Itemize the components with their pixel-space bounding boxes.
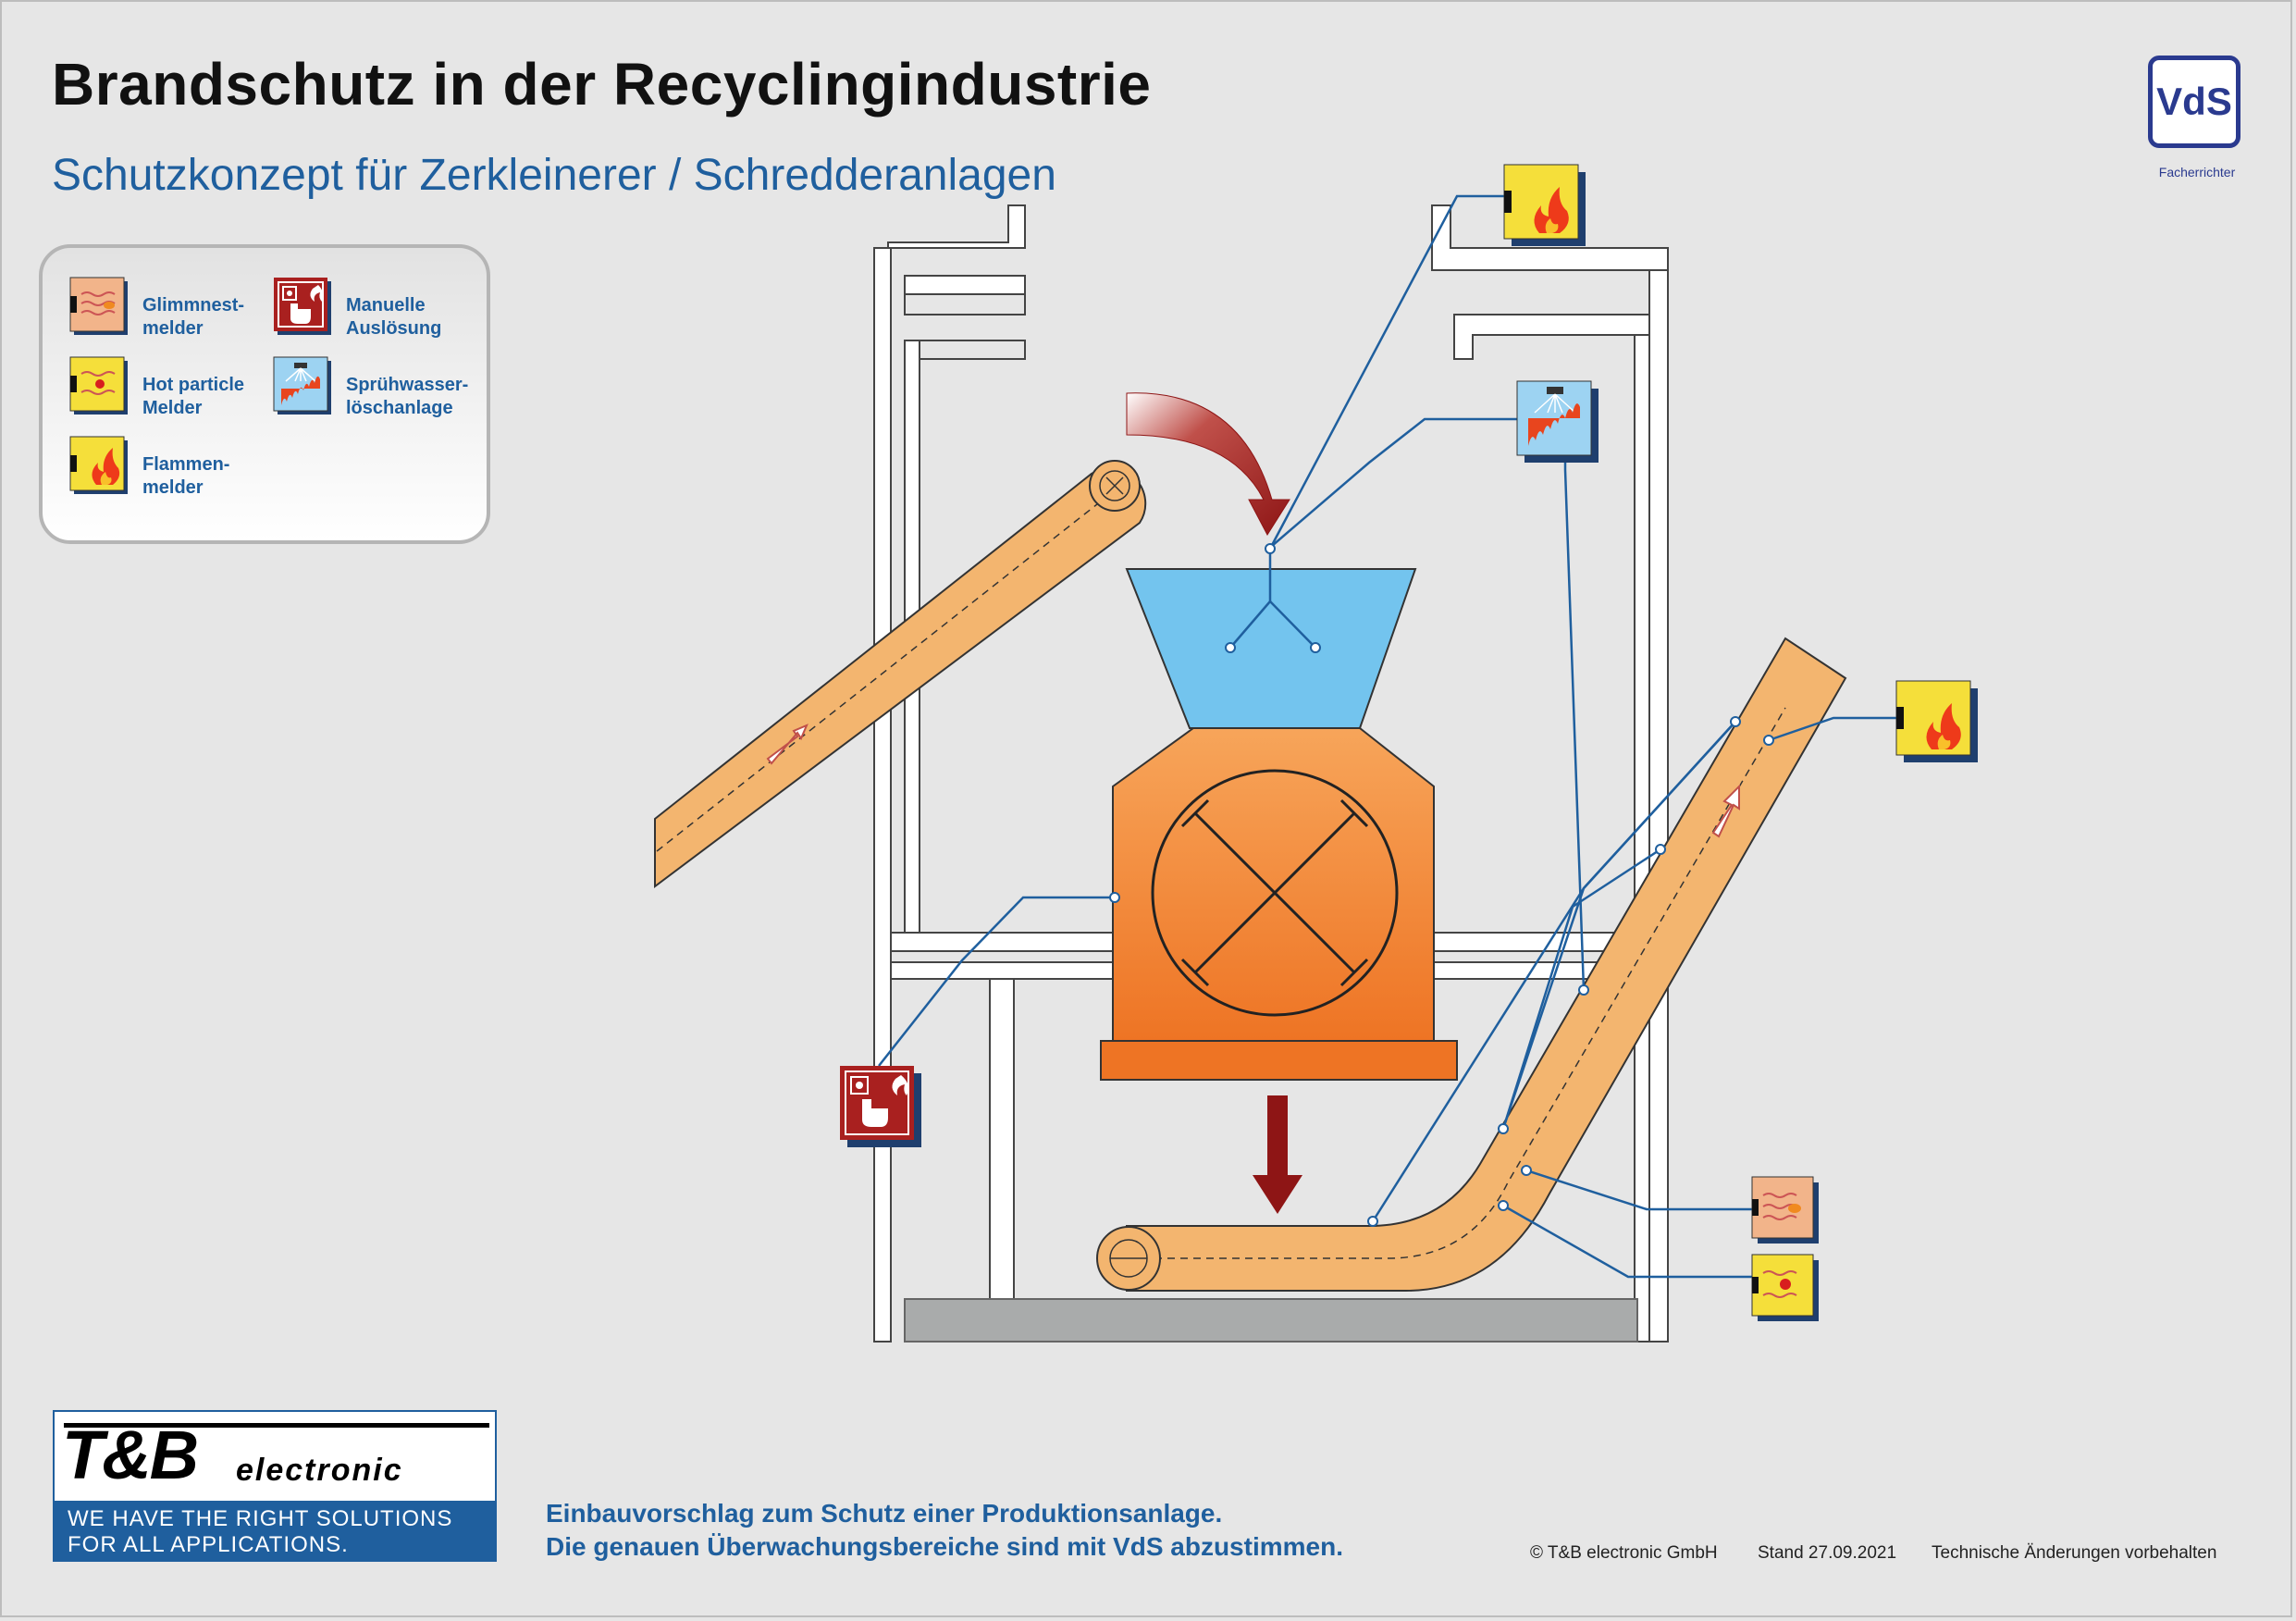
logo-brand-sub: electronic	[236, 1453, 403, 1488]
logo-tagline-1: WE HAVE THE RIGHT SOLUTIONS	[68, 1506, 453, 1531]
note-line-1: Einbauvorschlag zum Schutz einer Produkt…	[546, 1499, 1223, 1528]
page-title: Brandschutz in der Recyclingindustrie	[52, 51, 1152, 118]
flame-detector-top-icon	[1503, 164, 1586, 246]
manual-trigger-icon	[274, 278, 331, 335]
footer-disclaimer: Technische Änderungen vorbehalten	[1932, 1543, 2217, 1563]
logo-tagline-2: FOR ALL APPLICATIONS.	[68, 1532, 349, 1557]
glimmnest-detector-unit-icon	[1751, 1176, 1819, 1244]
note-line-2: Die genauen Überwachungsbereiche sind mi…	[546, 1532, 1343, 1561]
flame-detector-icon	[69, 436, 128, 494]
page-subtitle: Schutzkonzept für Zerkleinerer / Schredd…	[52, 151, 1056, 200]
outfeed-conveyor	[1096, 637, 1847, 1292]
flame-detector-right-icon	[1895, 680, 1978, 762]
vds-caption: Facherrichter	[2158, 165, 2236, 179]
legend-panel: Glimmnest- melder Hot particle Melder Fl…	[39, 244, 490, 544]
legend-label-hot-particle: Hot particle Melder	[142, 375, 245, 418]
manual-trigger-unit-icon	[840, 1066, 921, 1147]
shredder	[1100, 727, 1458, 1081]
legend-label-flame: Flammen- melder	[142, 454, 230, 498]
legend-label-glimmnest: Glimmnest- melder	[142, 295, 245, 339]
legend-label-sprinkler: Sprühwasser- löschanlage	[346, 375, 469, 418]
discharge-arrow	[1253, 1095, 1302, 1214]
sprinkler-icon	[273, 356, 331, 415]
infeed-conveyor	[654, 460, 1147, 888]
hot-particle-detector-unit-icon	[1751, 1254, 1819, 1321]
hot-particle-detector-icon	[69, 356, 128, 415]
glimmnest-detector-icon	[69, 277, 128, 335]
sensor-wiring	[878, 194, 1896, 1279]
logo-rule	[64, 1423, 489, 1428]
wiring-nodes	[1109, 543, 1774, 1227]
company-logo: T&B electronic WE HAVE THE RIGHT SOLUTIO…	[53, 1410, 497, 1562]
feed-arrow	[1126, 392, 1290, 536]
footer-date: Stand 27.09.2021	[1758, 1543, 1897, 1563]
logo-brand: T&B	[62, 1417, 199, 1493]
vds-logo: VdS	[2148, 56, 2240, 148]
sprinkler-unit-icon	[1516, 380, 1599, 463]
logo-tagline-band: WE HAVE THE RIGHT SOLUTIONS FOR ALL APPL…	[55, 1501, 495, 1562]
legend-label-manual: Manuelle Auslösung	[346, 295, 442, 339]
footer-copyright: © T&B electronic GmbH	[1530, 1543, 1718, 1563]
